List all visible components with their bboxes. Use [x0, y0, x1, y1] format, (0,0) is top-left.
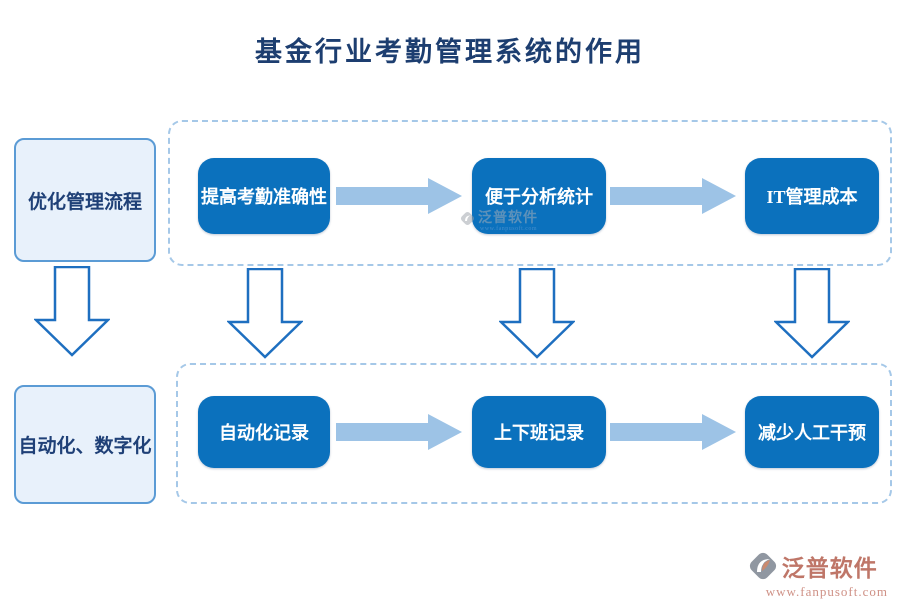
- watermark-url: www.fanpusoft.com: [765, 584, 888, 599]
- arrow-right-icon: [610, 178, 736, 214]
- stage-box-label: 优化管理流程: [27, 191, 142, 213]
- node-label: IT管理成本: [766, 187, 858, 207]
- node-label: 便于分析统计: [485, 187, 593, 207]
- watermark-bottom-right: 泛普软件 www.fanpusoft.com: [748, 549, 888, 600]
- arrow-down-icon: [774, 268, 850, 359]
- arrow-down-icon: [227, 268, 303, 359]
- fanpu-logo-icon: [749, 552, 776, 580]
- stage-box-automation-digital: 自动化、数字化: [14, 385, 156, 504]
- node-label: 上下班记录: [494, 423, 584, 443]
- arrow-down-icon: [34, 266, 110, 357]
- arrow-right-icon: [610, 414, 736, 450]
- stage-box-optimize-process: 优化管理流程: [14, 138, 156, 262]
- arrow-right-icon: [336, 178, 462, 214]
- node-attendance-accuracy: 提高考勤准确性: [198, 158, 330, 234]
- node-analysis-statistics: 便于分析统计: [472, 158, 606, 234]
- stage-box-label: 自动化、数字化: [18, 436, 152, 457]
- node-label: 自动化记录: [219, 423, 309, 443]
- node-label: 减少人工干预: [758, 423, 866, 443]
- watermark-brand: 泛普软件: [781, 556, 878, 581]
- arrow-down-icon: [499, 268, 575, 359]
- node-automated-recording: 自动化记录: [198, 396, 330, 468]
- node-it-management-cost: IT管理成本: [745, 158, 879, 234]
- arrow-right-icon: [336, 414, 462, 450]
- page-title: 基金行业考勤管理系统的作用: [255, 37, 645, 67]
- node-reduce-manual-intervention: 减少人工干预: [745, 396, 879, 468]
- node-label: 提高考勤准确性: [201, 187, 327, 207]
- node-clock-in-out-records: 上下班记录: [472, 396, 606, 468]
